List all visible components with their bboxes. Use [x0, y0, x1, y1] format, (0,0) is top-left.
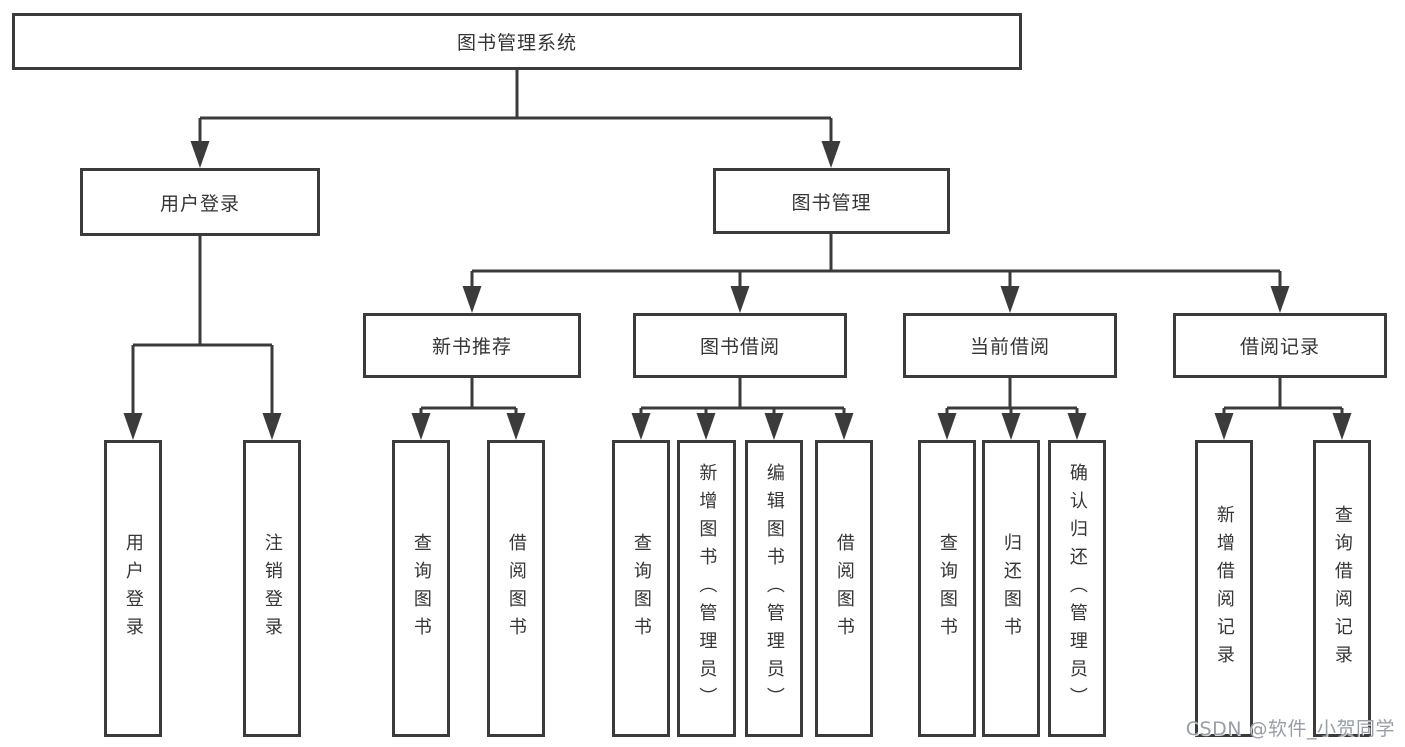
- arrowhead-icon: [1067, 413, 1087, 440]
- node-new-book-recommend: 新书推荐: [363, 313, 581, 378]
- arrowhead-icon: [821, 141, 841, 168]
- node-current-borrowing: 当前借阅: [903, 313, 1117, 378]
- arrowhead-icon: [696, 413, 716, 440]
- watermark-text: CSDN @软件_小贺同学: [1185, 718, 1395, 740]
- arrowhead-icon: [937, 413, 957, 440]
- node-label: 借阅图书: [833, 532, 855, 645]
- arrowhead-icon: [262, 413, 282, 440]
- arrowhead-icon: [123, 413, 143, 440]
- node-book-management: 图书管理: [713, 168, 950, 234]
- node-label: 归还图书: [1000, 532, 1022, 645]
- arrowhead-icon: [1214, 413, 1234, 440]
- node-book-borrowing: 图书借阅: [633, 313, 847, 378]
- arrowhead-icon: [411, 413, 431, 440]
- node-leaf-logout: 注销登录: [243, 440, 301, 737]
- node-label: 用户登录: [122, 532, 144, 645]
- arrowhead-icon: [631, 413, 651, 440]
- node-label: 借阅记录: [1239, 336, 1320, 358]
- node-leaf-return-books: 归还图书: [982, 440, 1040, 737]
- arrowhead-icon: [506, 413, 526, 440]
- node-leaf-query-books-cur: 查询图书: [918, 440, 976, 737]
- node-label: 注销登录: [261, 532, 283, 645]
- arrowhead-icon: [1332, 413, 1352, 440]
- node-label: 图书管理: [791, 191, 872, 214]
- arrowhead-icon: [1270, 286, 1290, 313]
- node-label: 新增图书（管理员）: [696, 462, 718, 715]
- node-label: 图书借阅: [699, 336, 780, 358]
- arrowhead-icon: [1000, 286, 1020, 313]
- node-leaf-edit-books-admin: 编辑图书（管理员）: [745, 440, 803, 737]
- node-leaf-confirm-return-admin: 确认归还（管理员）: [1048, 440, 1106, 737]
- node-leaf-query-books-bor: 查询图书: [612, 440, 670, 737]
- node-leaf-borrow-books-rec: 借阅图书: [487, 440, 545, 737]
- node-leaf-query-books-rec: 查询图书: [392, 440, 450, 737]
- node-leaf-add-borrow-record: 新增借阅记录: [1195, 440, 1253, 737]
- arrowhead-icon: [730, 286, 750, 313]
- node-label: 查询图书: [410, 532, 432, 645]
- node-label: 查询借阅记录: [1331, 504, 1353, 673]
- arrowhead-icon: [1001, 413, 1021, 440]
- node-root: 图书管理系统: [12, 13, 1022, 70]
- node-leaf-add-books-admin: 新增图书（管理员）: [677, 440, 736, 737]
- node-label: 新增借阅记录: [1213, 504, 1235, 673]
- node-label: 查询图书: [630, 532, 652, 645]
- node-label: 借阅图书: [505, 532, 527, 645]
- arrowhead-icon: [764, 413, 784, 440]
- arrowhead-icon: [190, 141, 210, 168]
- node-label: 查询图书: [936, 532, 958, 645]
- arrowhead-icon: [834, 413, 854, 440]
- node-label: 用户登录: [159, 192, 240, 215]
- node-leaf-user-login: 用户登录: [104, 440, 162, 737]
- node-label: 编辑图书（管理员）: [763, 462, 785, 715]
- node-user-login: 用户登录: [80, 168, 320, 236]
- node-borrowing-records: 借阅记录: [1173, 313, 1387, 378]
- node-leaf-query-borrow-record: 查询借阅记录: [1313, 440, 1371, 737]
- node-label: 确认归还（管理员）: [1066, 462, 1088, 715]
- node-label: 当前借阅: [969, 336, 1050, 358]
- node-label: 图书管理系统: [456, 32, 577, 54]
- node-leaf-borrow-books-bor: 借阅图书: [815, 440, 873, 737]
- arrowhead-icon: [462, 286, 482, 313]
- node-label: 新书推荐: [431, 336, 512, 358]
